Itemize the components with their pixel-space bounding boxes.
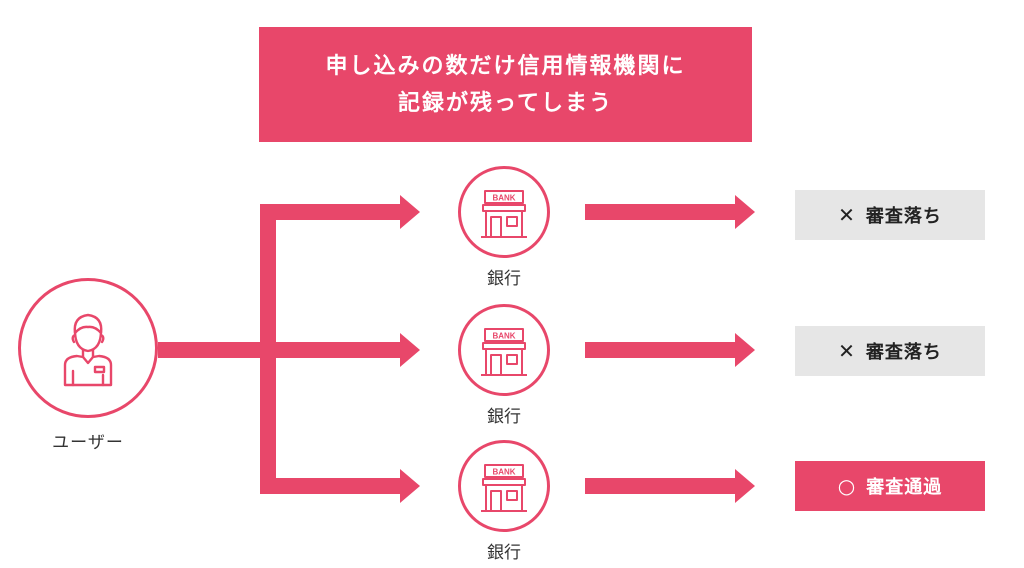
result-line-3 [585,478,737,494]
bank-label-3: 銀行 [487,543,521,563]
branch-arrow-3 [400,469,420,503]
result-text-2: 審査落ち [865,342,942,363]
branch-arrow-2 [400,333,420,367]
bank-sign-3: BANK [492,468,515,477]
header-line-1: 申し込みの数だけ信用情報機関に [325,53,686,79]
result-line-2 [585,342,737,358]
branch-arrow-1 [400,195,420,229]
branch-line-2 [276,342,402,358]
bank-building-icon: BANK [481,464,527,512]
result-text-1: 審査落ち [865,206,942,227]
bank-building-icon: BANK [481,190,527,238]
result-box-1: ✕ 審査落ち [795,190,985,240]
bank-node-2: BANK [458,304,550,396]
result-arrow-1 [735,195,755,229]
result-arrow-3 [735,469,755,503]
trunk-line [260,204,276,494]
bank-node-3: BANK [458,440,550,532]
person-icon [63,313,113,387]
bank-building-icon: BANK [481,328,527,376]
bank-label-1: 銀行 [487,269,521,289]
bank-node-1: BANK [458,166,550,258]
user-node [18,278,158,418]
result-box-3: ○ 審査通過 [795,461,985,511]
branch-line-1 [260,204,402,220]
bank-label-2: 銀行 [487,407,521,427]
user-connector [158,342,276,358]
circle-icon: ○ [837,474,857,498]
branch-line-3 [260,478,402,494]
result-arrow-2 [735,333,755,367]
cross-icon: ✕ [838,339,856,363]
user-label: ユーザー [52,433,124,453]
result-box-2: ✕ 審査落ち [795,326,985,376]
result-line-1 [585,204,737,220]
header-line-2: 記録が残ってしまう [398,90,613,116]
header-banner: 申し込みの数だけ信用情報機関に 記録が残ってしまう [259,27,752,142]
bank-sign-1: BANK [492,194,515,203]
cross-icon: ✕ [838,203,856,227]
result-text-3: 審査通過 [866,477,943,498]
bank-sign-2: BANK [492,332,515,341]
